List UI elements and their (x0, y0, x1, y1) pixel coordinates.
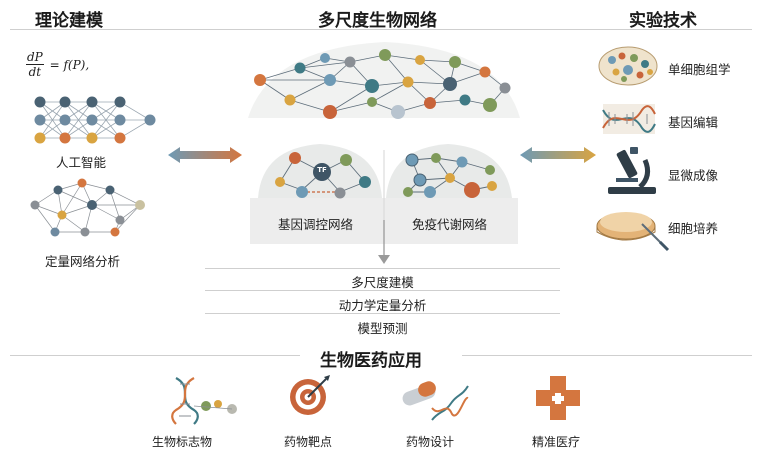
experiment-gene-editing: 基因编辑 (668, 115, 719, 130)
formula-numerator: dP (26, 50, 44, 65)
analysis-row-multiscale: 多尺度建模 (351, 275, 414, 290)
experiment-single-cell: 单细胞组学 (668, 62, 731, 77)
application-drug-design: 药物设计 (406, 435, 455, 449)
tf-label: TF (317, 166, 327, 174)
experiment-microscopy: 显微成像 (668, 168, 719, 183)
immune-metabolic-label: 免疫代谢网络 (412, 217, 488, 232)
header-multiscale-network: 多尺度生物网络 (318, 11, 437, 31)
application-biomarker: 生物标志物 (152, 435, 213, 449)
analysis-row-dynamics: 动力学定量分析 (338, 298, 427, 313)
formula-rhs: = f(P), (49, 57, 90, 72)
header-experiment: 实验技术 (629, 11, 697, 31)
quant-analysis-label: 定量网络分析 (45, 254, 121, 269)
analysis-row-prediction: 模型预测 (357, 321, 408, 336)
application-drug-target: 药物靶点 (284, 435, 333, 449)
top-divider (10, 29, 752, 30)
application-precision-medicine: 精准医疗 (532, 435, 581, 449)
header-applications: 生物医药应用 (320, 351, 422, 371)
formula-denominator: dt (28, 65, 42, 79)
experiment-cell-culture: 细胞培养 (668, 221, 719, 236)
header-theory: 理论建模 (35, 11, 103, 31)
ai-label: 人工智能 (56, 155, 107, 170)
gene-regulatory-label: 基因调控网络 (278, 217, 354, 232)
tf-node (313, 163, 331, 181)
ode-formula: dP dt = f(P), (26, 50, 89, 79)
